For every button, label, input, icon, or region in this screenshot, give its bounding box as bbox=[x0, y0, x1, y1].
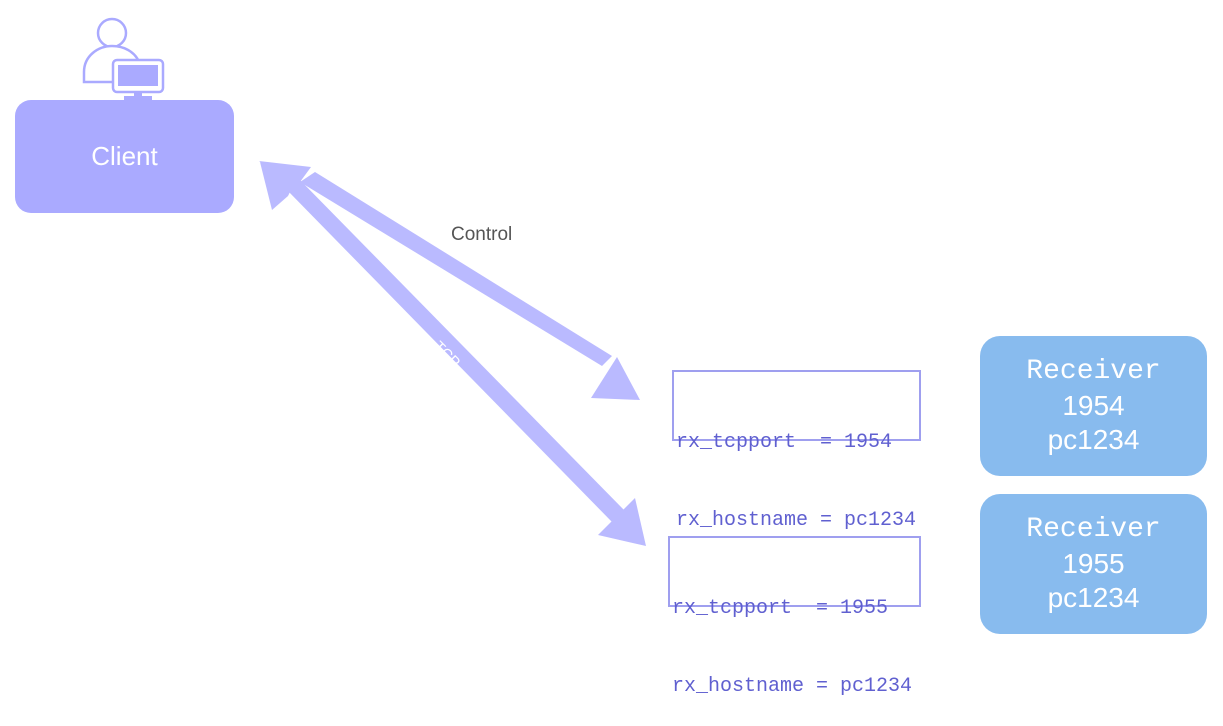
receiver-node-1954[interactable]: Receiver 1954 pc1234 bbox=[980, 336, 1207, 476]
receiver-port: 1955 bbox=[1062, 548, 1125, 579]
user-computer-icon bbox=[80, 16, 170, 102]
receiver-port: 1954 bbox=[1062, 390, 1125, 421]
arrows-layer bbox=[259, 161, 646, 546]
param-line-hostname: rx_hostname = pc1234 bbox=[672, 675, 913, 698]
param-line-tcpport: rx_tcpport = 1954 bbox=[676, 431, 893, 454]
client-label: Client bbox=[91, 141, 158, 171]
receiver-title: Receiver bbox=[1026, 514, 1161, 545]
control-label: Control bbox=[451, 224, 513, 245]
tcp-arrow-lower bbox=[260, 162, 646, 546]
receiver-host: pc1234 bbox=[1047, 582, 1140, 613]
receiver-node-1955[interactable]: Receiver 1955 pc1234 bbox=[980, 494, 1207, 634]
param-line-tcpport: rx_tcpport = 1955 bbox=[672, 597, 889, 620]
params-box-1955: rx_tcpport = 1955 rx_hostname = pc1234 bbox=[668, 536, 921, 698]
receiver-host: pc1234 bbox=[1047, 424, 1140, 455]
receiver-title: Receiver bbox=[1026, 356, 1161, 387]
params-box-1954: rx_tcpport = 1954 rx_hostname = pc1234 bbox=[672, 370, 921, 532]
client-node[interactable]: Client bbox=[15, 100, 234, 213]
param-line-hostname: rx_hostname = pc1234 bbox=[676, 509, 917, 532]
